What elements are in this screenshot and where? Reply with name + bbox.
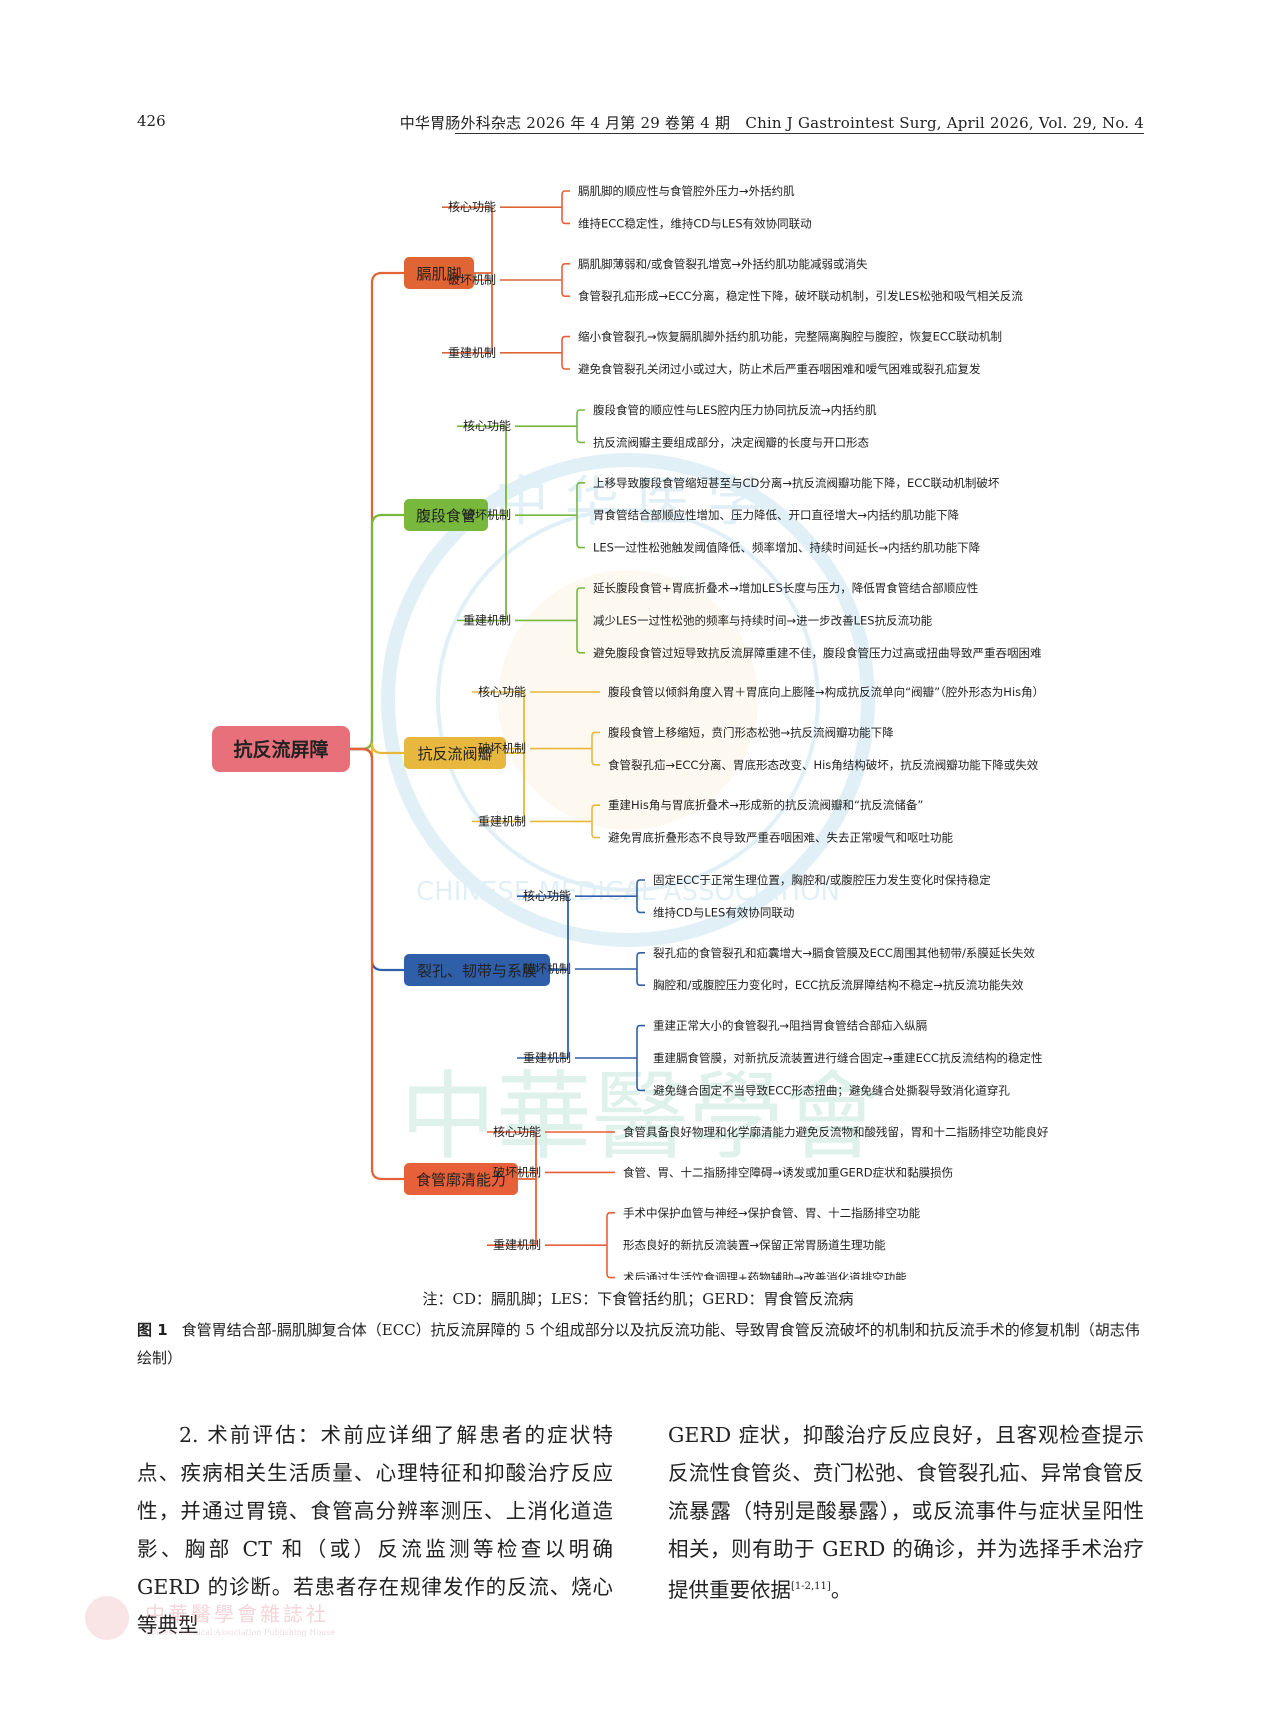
connector: [576, 587, 585, 654]
figure-note: 注：CD：膈肌脚；LES：下食管括约肌；GERD：胃食管反流病: [422, 1290, 854, 1308]
watermark-calligraphy: 中華醫學會: [400, 1061, 880, 1173]
connector: [606, 1212, 615, 1279]
page-number: 426: [137, 112, 166, 130]
branch-node-label: 腹段食管: [416, 507, 476, 525]
group-label: 破坏机制: [448, 272, 496, 287]
group-label: 核心功能: [463, 419, 511, 433]
leaf-item: 重建膈食管膜，对新抗反流装置进行缝合固定→重建ECC抗反流结构的稳定性: [653, 1051, 1042, 1065]
body-paragraph-right-end: 。: [830, 1577, 852, 1602]
group-label: 核心功能: [523, 889, 571, 903]
leaf-item: 抗反流阀瓣主要组成部分，决定阀瓣的长度与开口形态: [593, 435, 869, 449]
group-label: 重建机制: [523, 1051, 571, 1065]
leaf-item: 腹段食管以倾斜角度入胃＋胃底向上膨隆→构成抗反流单向“阀瓣”（腔外形态为His角…: [608, 685, 1044, 699]
leaf-item: 延长腹段食管+胃底折叠术→增加LES长度与压力，降低胃食管结合部顺应性: [593, 581, 978, 595]
group-label: 破坏机制: [478, 741, 526, 756]
leaf-item: 胸腔和/或腹腔压力变化时，ECC抗反流屏障结构不稳定→抗反流功能失效: [653, 978, 1024, 992]
group-label: 重建机制: [493, 1238, 541, 1252]
page-header: 426 中华胃肠外科杂志 2026 年 4 月第 29 卷第 4 期 Chin …: [0, 0, 1276, 140]
citation-ref: [1-2,11]: [791, 1581, 831, 1592]
watermark-seal-title: 中 华 医 学: [494, 470, 762, 533]
branch-node-label: 膈肌脚: [416, 265, 461, 283]
leaf-item: 手术中保护血管与神经→保护食管、胃、十二指肠排空功能: [623, 1206, 921, 1220]
leaf-item: 膈肌脚薄弱和/或食管裂孔增宽→外括约肌功能减弱或消失: [578, 257, 868, 271]
header-rule: [455, 133, 1144, 134]
connector: [561, 190, 570, 225]
figure-label: 图 1: [137, 1321, 168, 1339]
leaf-item: 裂孔疝的食管裂孔和疝囊增大→膈食管膜及ECC周围其他韧带/系膜延长失效: [653, 946, 1035, 960]
leaf-item: 减少LES一过性松弛的频率与持续时间→进一步改善LES抗反流功能: [593, 613, 933, 627]
leaf-item: 上移导致腹段食管缩短甚至与CD分离→抗反流阀瓣功能下降，ECC联动机制破坏: [593, 476, 1000, 490]
connector: [576, 409, 585, 444]
body-column-left: 2. 术前评估：术前应详细了解患者的症状特点、疾病相关生活质量、心理特征和抑酸治…: [137, 1416, 613, 1644]
leaf-item: 维持CD与LES有效协同联动: [653, 905, 794, 919]
group-label: 重建机制: [478, 814, 526, 828]
leaf-item: LES一过性松弛触发阈值降低、频率增加、持续时间延长→内括约肌功能下降: [593, 541, 981, 555]
publisher-brand-en: Chinese Medical Association Publishing H…: [145, 1628, 336, 1637]
branch-node: [404, 954, 550, 986]
leaf-item: 维持ECC稳定性，维持CD与LES有效协同联动: [578, 216, 812, 230]
connector: [576, 482, 585, 549]
leaf-item: 避免食管裂孔关闭过小或过大，防止术后严重吞咽困难和嗳气困难或裂孔疝复发: [578, 362, 981, 376]
leaf-item: 避免腹段食管过短导致抗反流屏障重建不佳，腹段食管压力过高或扭曲导致严重吞咽困难: [593, 646, 1042, 660]
publisher-logo: 中華醫學會雜誌社 Chinese Medical Association Pub…: [85, 1588, 505, 1648]
branch-node-label: 食管廓清能力: [416, 1171, 506, 1189]
connector: [636, 1024, 645, 1092]
leaf-item: 术后通过生活饮食调理+药物辅助→改善消化道排空功能: [623, 1271, 907, 1280]
body-column-right: GERD 症状，抑酸治疗反应良好，且客观检查提示反流性食管炎、贲门松弛、食管裂孔…: [668, 1416, 1144, 1609]
leaf-item: 胃食管结合部顺应性增加、压力降低、开口直径增大→内括约肌功能下降: [593, 508, 960, 522]
journal-running-title: 中华胃肠外科杂志 2026 年 4 月第 29 卷第 4 期 Chin J Ga…: [399, 114, 1144, 132]
leaf-item: 食管、胃、十二指肠排空障碍→诱发或加重GERD症状和黏膜损伤: [623, 1165, 953, 1179]
group-label: 核心功能: [493, 1125, 541, 1139]
mindmap-svg: 中 华 医 学 CHINESE MEDICAL ASSOCIATION 中華醫學…: [212, 184, 1049, 1280]
branch-node: [404, 499, 488, 531]
group-label: 重建机制: [463, 613, 511, 627]
leaf-item: 避免胃底折叠形态不良导致严重吞咽困难、失去正常嗳气和呕吐功能: [608, 831, 953, 845]
watermark-seal: 中 华 医 学 CHINESE MEDICAL ASSOCIATION 中華醫學…: [381, 453, 880, 1173]
connector: [591, 804, 600, 839]
body-paragraph-left: 2. 术前评估：术前应详细了解患者的症状特点、疾病相关生活质量、心理特征和抑酸治…: [137, 1423, 613, 1637]
leaf-item: 食管裂孔疝形成→ECC分离，稳定性下降，破坏联动机制，引发LES松弛和吸气相关反…: [578, 289, 1023, 303]
leaf-item: 避免缝合固定不当导致ECC形态扭曲；避免缝合处撕裂导致消化道穿孔: [653, 1083, 1010, 1097]
branch-node: [404, 257, 474, 289]
group-label: 核心功能: [448, 200, 496, 214]
leaf-item: 固定ECC于正常生理位置，胸腔和/或腹腔压力发生变化时保持稳定: [653, 873, 991, 887]
publisher-brand: 中華醫學會雜誌社: [145, 1602, 329, 1626]
group-label: 破坏机制: [463, 507, 511, 522]
leaf-item: 腹段食管上移缩短，贲门形态松弛→抗反流阀瓣功能下降: [608, 725, 894, 739]
leaf-item: 食管具备良好物理和化学廓清能力避免反流物和酸残留，胃和十二指肠排空功能良好: [623, 1125, 1049, 1139]
branch-node-label: 抗反流阀瓣: [417, 745, 492, 763]
branch-node: [404, 1163, 518, 1195]
figure-caption-text: 食管胃结合部-膈肌脚复合体（ECC）抗反流屏障的 5 个组成部分以及抗反流功能、…: [137, 1321, 1140, 1367]
publisher-seal-icon: [85, 1596, 129, 1640]
branch-node: [404, 737, 506, 769]
group-label: 破坏机制: [493, 1164, 541, 1179]
leaf-item: 膈肌脚的顺应性与食管腔外压力→外括约肌: [578, 184, 795, 198]
mindmap-figure: 中 华 医 学 CHINESE MEDICAL ASSOCIATION 中華醫學…: [212, 184, 1049, 1280]
leaf-item: 重建正常大小的食管裂孔→阻挡胃食管结合部疝入纵膈: [653, 1019, 927, 1033]
group-label: 重建机制: [448, 346, 496, 360]
leaf-item: 食管裂孔疝→ECC分离、胃底形态改变、His角结构破坏，抗反流阀瓣功能下降或失效: [608, 758, 1039, 772]
group-label: 破坏机制: [523, 961, 571, 976]
connector: [561, 263, 570, 297]
root-node-label: 抗反流屏障: [233, 738, 328, 761]
connector: [561, 335, 570, 370]
group-label: 核心功能: [478, 685, 526, 699]
connector: [591, 731, 600, 766]
body-paragraph-right: GERD 症状，抑酸治疗反应良好，且客观检查提示反流性食管炎、贲门松弛、食管裂孔…: [668, 1423, 1144, 1602]
leaf-item: 重建His角与胃底折叠术→形成新的抗反流阀瓣和“抗反流储备”: [608, 798, 923, 812]
watermark-seal-en: CHINESE MEDICAL ASSOCIATION: [416, 877, 840, 907]
branch-connector: [350, 747, 404, 1181]
branch-node-label: 裂孔、韧带与系膜: [417, 962, 537, 980]
leaf-item: 缩小食管裂孔→恢复膈肌脚外括约肌功能，完整隔离胸腔与腹腔，恢复ECC联动机制: [578, 330, 1002, 344]
leaf-item: 腹段食管的顺应性与LES腔内压力协同抗反流→内括约肌: [593, 403, 877, 417]
connector: [636, 952, 645, 986]
leaf-item: 形态良好的新抗反流装置→保留正常胃肠道生理功能: [623, 1238, 886, 1252]
connector: [636, 879, 645, 914]
root-node: [212, 726, 350, 772]
